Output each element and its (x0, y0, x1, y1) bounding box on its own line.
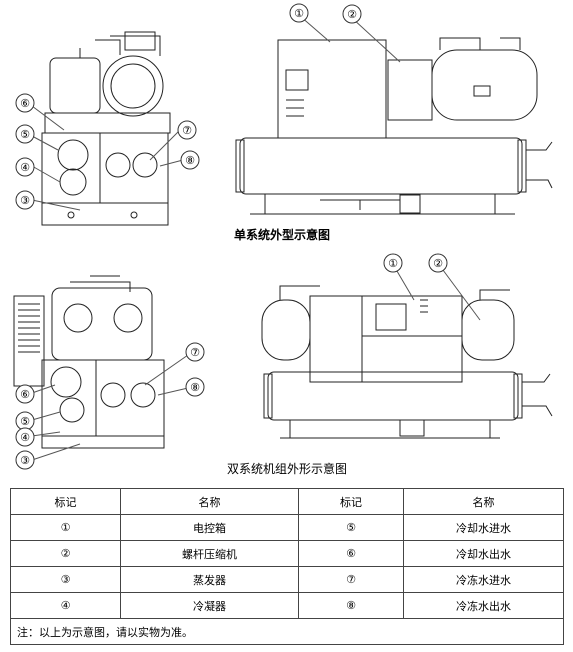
header-name: 名称 (403, 488, 564, 515)
name-cell: 冷冻水出水 (403, 592, 564, 619)
evaporator-shell (95, 359, 165, 437)
callout-2: ② (347, 8, 357, 21)
mark-cell: ⑤ (298, 514, 404, 541)
legend-note-row: 注：以上为示意图，请以实物为准。 (10, 618, 564, 645)
callout-3: ③ (20, 194, 30, 207)
callout-1: ① (388, 257, 398, 270)
callout-6: ⑥ (20, 388, 30, 401)
shell-tank (267, 371, 519, 421)
name-cell: 冷冻水进水 (403, 566, 564, 593)
legend-row: ② 螺杆压缩机 ⑥ 冷却水出水 (10, 540, 564, 567)
condenser-shell (41, 132, 101, 204)
header-mark: 标记 (10, 488, 121, 515)
legend-row: ④ 冷凝器 ⑧ 冷冻水出水 (10, 592, 564, 619)
shell-tank (239, 137, 523, 195)
compressor-left (49, 57, 101, 114)
callout-6: ⑥ (20, 97, 30, 110)
callout-7: ⑦ (190, 346, 200, 359)
compressor-pair (51, 287, 153, 361)
legend-row: ③ 蒸发器 ⑦ 冷冻水进水 (10, 566, 564, 593)
callout-5: ⑤ (20, 128, 30, 141)
mark-cell: ⑦ (298, 566, 404, 593)
compressor-right (102, 55, 164, 117)
callout-7: ⑦ (182, 124, 192, 137)
callout-4: ④ (20, 161, 30, 174)
mark-cell: ⑧ (298, 592, 404, 619)
mark-cell: ① (10, 514, 121, 541)
schematic-drawings: ⑥ ⑤ ④ ③ ⑦ ⑧ ① ② (13, 3, 553, 470)
single-front-view: ⑥ ⑤ ④ ③ ⑦ ⑧ (15, 31, 200, 226)
name-cell: 冷却水出水 (403, 540, 564, 567)
mark-cell: ③ (10, 566, 121, 593)
callout-8: ⑧ (185, 154, 195, 167)
name-cell: 螺杆压缩机 (120, 540, 299, 567)
header-name: 名称 (120, 488, 299, 515)
evaporator-shell (99, 132, 169, 204)
name-cell: 冷却水进水 (403, 514, 564, 541)
single-side-view: ① ② (235, 3, 553, 215)
mark-cell: ④ (10, 592, 121, 619)
callout-3: ③ (20, 454, 30, 467)
base-frame (41, 435, 165, 449)
name-cell: 冷凝器 (120, 592, 299, 619)
single-system-caption: 单系统外型示意图 (234, 228, 331, 242)
legend-note: 注：以上为示意图，请以实物为准。 (10, 618, 564, 645)
base-frame (41, 202, 169, 226)
mark-cell: ② (10, 540, 121, 567)
screw-compressor (387, 59, 433, 121)
compressor-right (461, 299, 515, 361)
name-cell: 蒸发器 (120, 566, 299, 593)
mark-cell: ⑥ (298, 540, 404, 567)
double-system-caption: 双系统机组外形示意图 (227, 462, 348, 476)
compressor-left (261, 299, 311, 361)
callout-4: ④ (20, 431, 30, 444)
double-side-view: ① ② (261, 253, 553, 439)
legend-table: 标记 名称 标记 名称 ① 电控箱 ⑤ 冷却水进水 ② 螺杆压缩机 ⑥ 冷却水出… (10, 488, 564, 645)
double-front-view: ⑥ ⑤ ④ ③ ⑦ ⑧ (13, 275, 205, 470)
callout-8: ⑧ (190, 381, 200, 394)
control-box (309, 295, 463, 383)
callout-2: ② (433, 257, 443, 270)
legend-header-row: 标记 名称 标记 名称 (10, 488, 564, 515)
header-mark: 标记 (298, 488, 404, 515)
callout-5: ⑤ (20, 415, 30, 428)
oil-separator (431, 49, 538, 121)
name-cell: 电控箱 (120, 514, 299, 541)
callout-1: ① (294, 7, 304, 20)
legend-row: ① 电控箱 ⑤ 冷却水进水 (10, 514, 564, 541)
control-box (277, 39, 387, 139)
